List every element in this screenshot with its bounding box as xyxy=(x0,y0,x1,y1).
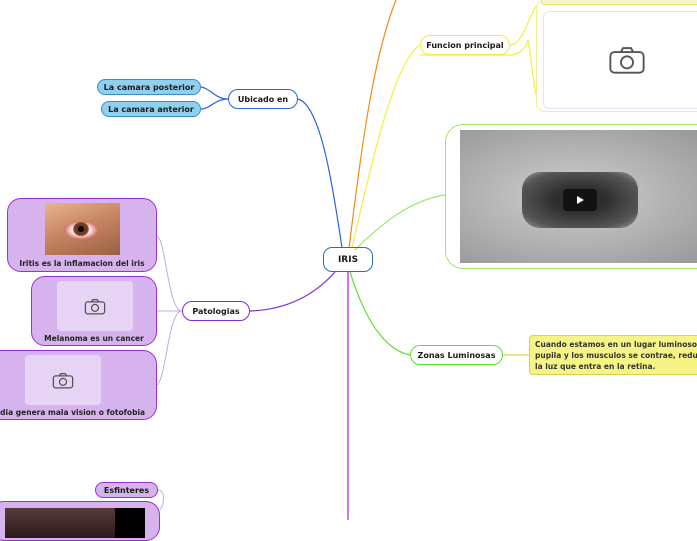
node-zonas-luminosas[interactable]: Zonas Luminosas xyxy=(410,345,503,365)
card-iritis[interactable]: Iritis es la inflamacion del iris xyxy=(7,198,157,272)
video-player[interactable] xyxy=(460,130,697,263)
card-esfinteres-photo[interactable] xyxy=(0,501,160,541)
node-patologias-label: Patologias xyxy=(192,306,240,316)
card-melanoma-caption: Melanoma es un cancer xyxy=(44,334,144,343)
video-node[interactable] xyxy=(445,124,697,269)
node-camara-anterior-label: La camara anterior xyxy=(108,104,194,114)
node-zonas-luminosas-label: Zonas Luminosas xyxy=(417,350,496,360)
edge-patologias-children xyxy=(156,235,183,386)
node-ubicado-en-label: Ubicado en xyxy=(237,94,289,104)
funcion-media-box[interactable] xyxy=(536,0,697,112)
root-node-iris[interactable]: IRIS xyxy=(323,247,373,272)
esfinteres-photo xyxy=(5,508,145,538)
node-esfinteres[interactable]: Esfinteres xyxy=(95,482,158,498)
play-button[interactable] xyxy=(563,189,597,211)
edge-funcion-underline xyxy=(420,39,529,56)
connector-layer xyxy=(156,0,542,520)
card-aniridia-caption: ridia genera mala vision o fotofobia xyxy=(0,408,146,417)
card-aniridia[interactable]: ridia genera mala vision o fotofobia xyxy=(0,350,157,420)
image-placeholder xyxy=(25,355,101,405)
funcion-media-strip xyxy=(541,0,697,5)
node-funcion-principal[interactable]: Funcion principal xyxy=(420,35,510,55)
node-patologias[interactable]: Patologias xyxy=(182,301,250,321)
edge-ubicado-en xyxy=(297,98,343,249)
image-placeholder xyxy=(57,281,133,331)
edge-funcion-principal xyxy=(351,44,421,249)
node-esfinteres-label: Esfinteres xyxy=(103,485,150,495)
edge-esfinteres-child xyxy=(157,489,165,511)
edge-orange xyxy=(348,0,397,249)
card-iritis-caption: Iritis es la inflamacion del iris xyxy=(19,259,145,268)
edge-patologias xyxy=(249,271,336,312)
node-camara-posterior[interactable]: La camara posterior xyxy=(97,79,201,95)
video-player-frame xyxy=(522,172,638,228)
camera-icon xyxy=(609,47,645,74)
root-label: IRIS xyxy=(337,254,359,265)
card-melanoma[interactable]: Melanoma es un cancer xyxy=(31,276,157,346)
image-placeholder xyxy=(543,11,697,109)
node-camara-anterior[interactable]: La camara anterior xyxy=(101,101,201,117)
edge-ubicado-children xyxy=(200,86,229,110)
edge-zonas-luminosas xyxy=(349,271,411,356)
eye-photo xyxy=(45,203,120,255)
camera-icon xyxy=(52,372,74,388)
node-camara-posterior-label: La camara posterior xyxy=(103,82,195,92)
note-zonas-luminosas[interactable]: Cuando estamos en un lugar luminoso la p… xyxy=(529,335,697,375)
camera-icon xyxy=(84,298,106,314)
play-icon xyxy=(577,196,584,204)
node-funcion-principal-label: Funcion principal xyxy=(426,40,504,50)
edge-video xyxy=(354,194,446,251)
node-ubicado-en[interactable]: Ubicado en xyxy=(228,89,298,109)
